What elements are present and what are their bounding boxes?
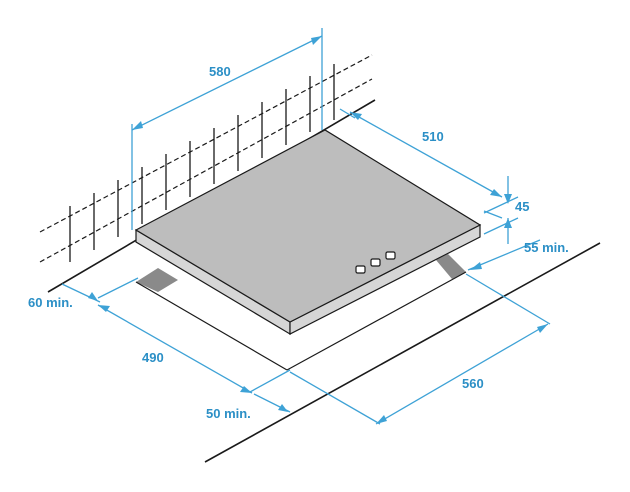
dim-width-580 — [131, 28, 323, 230]
label-55-min: 55 min. — [524, 240, 569, 255]
dim-cutout-490 — [97, 277, 291, 394]
hob-top-surface — [134, 129, 482, 323]
dim-50-min — [253, 393, 291, 413]
dimension-labels: 580 510 45 55 min. 60 min. 490 560 50 mi… — [28, 64, 569, 421]
label-50-min: 50 min. — [206, 406, 251, 421]
knob-icon — [370, 258, 381, 267]
label-560: 560 — [462, 376, 484, 391]
dimension-lines — [61, 28, 551, 425]
control-knobs — [355, 251, 396, 274]
dim-55-min — [467, 239, 541, 271]
wall-posts — [69, 64, 335, 262]
label-580: 580 — [209, 64, 231, 79]
wall-rails — [39, 54, 373, 263]
label-510: 510 — [422, 129, 444, 144]
dim-60-min — [61, 283, 101, 303]
knob-icon — [355, 265, 366, 274]
cutout-opening — [135, 254, 467, 371]
label-60-min: 60 min. — [28, 295, 73, 310]
label-490: 490 — [142, 350, 164, 365]
dim-height-45 — [483, 176, 519, 244]
dim-cutout-560 — [289, 273, 551, 425]
cutout-shadow-left — [136, 268, 178, 292]
hob — [134, 129, 482, 336]
cutout-shadow-right — [436, 254, 466, 279]
label-45: 45 — [515, 199, 529, 214]
knob-icon — [385, 251, 396, 260]
